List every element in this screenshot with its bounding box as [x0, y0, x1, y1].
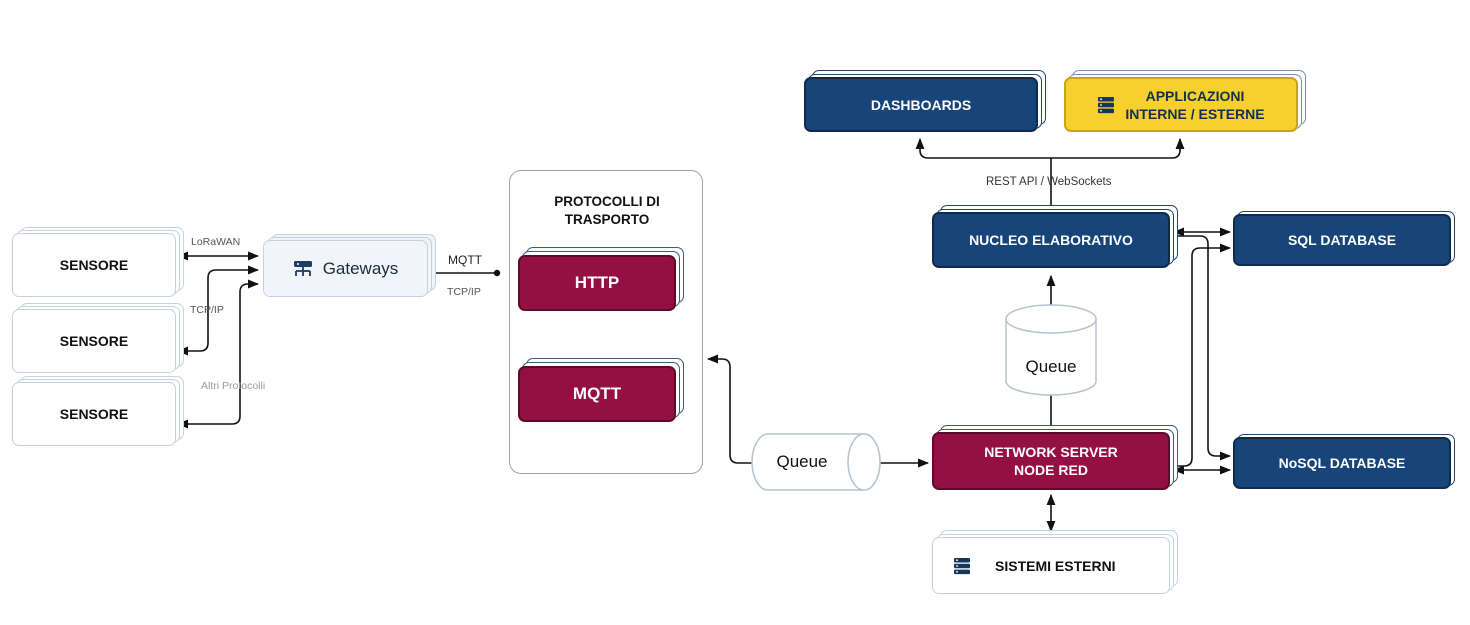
network-server-line2: NODE RED: [1014, 462, 1088, 478]
sql-database-label: SQL DATABASE: [1233, 214, 1451, 266]
mqtt-link-label: MQTT: [448, 253, 482, 267]
altri-protocolli-label: Altri Protocolli: [201, 380, 266, 392]
sensor-1-label: SENSORE: [12, 233, 176, 297]
sensor-3[interactable]: SENSORE: [12, 376, 184, 446]
sensor-3-label: SENSORE: [12, 382, 176, 446]
rest-api-label: REST API / WebSockets: [986, 176, 1112, 188]
applicazioni-text: APPLICAZIONI INTERNE / ESTERNE: [1125, 87, 1264, 123]
nosql-database-box[interactable]: NoSQL DATABASE: [1233, 434, 1455, 489]
wire-rest-apps: [1051, 137, 1185, 159]
queue-middle-label: Queue: [1025, 357, 1077, 376]
sql-database-box[interactable]: SQL DATABASE: [1233, 211, 1455, 266]
applicazioni-line1: APPLICAZIONI: [1145, 87, 1245, 104]
protocolli-title: PROTOCOLLI DI TRASPORTO: [510, 193, 704, 229]
gateways-box[interactable]: Gateways: [263, 234, 436, 297]
gateways-label: Gateways: [322, 258, 399, 278]
mqtt-label: MQTT: [518, 366, 676, 422]
sensor-2[interactable]: SENSORE: [12, 303, 184, 373]
network-server-box[interactable]: NETWORK SERVER NODE RED: [932, 425, 1178, 490]
protocolli-title-line2: TRASPORTO: [564, 212, 650, 227]
queue-left[interactable]: Queue: [750, 432, 886, 492]
queue-middle-shape: [1005, 304, 1097, 396]
lorawan-label: LoRaWAN: [191, 236, 241, 248]
applicazioni-line2: INTERNE / ESTERNE: [1125, 105, 1265, 122]
http-box[interactable]: HTTP: [518, 247, 684, 311]
sensor-2-label: SENSORE: [12, 309, 176, 373]
dashboards-label: DASHBOARDS: [804, 77, 1038, 132]
server-icon: [1098, 96, 1115, 113]
applicazioni-box[interactable]: APPLICAZIONI INTERNE / ESTERNE: [1064, 70, 1306, 132]
wire-network-sql: [1174, 243, 1232, 467]
tcpip-right-label: TCP/IP: [447, 286, 481, 298]
queue-left-label: Queue: [776, 452, 828, 471]
queue-left-shape: [751, 433, 881, 491]
server-icon: [954, 557, 970, 574]
sistemi-esterni-box[interactable]: SISTEMI ESTERNI: [932, 530, 1178, 594]
gateway-icon: [293, 260, 312, 276]
wire-nucleo-nosql: [1174, 235, 1232, 461]
nucleo-label: NUCLEO ELABORATIVO: [932, 212, 1170, 268]
wire-rest-dashboards: [915, 137, 1051, 159]
network-server-line1: NETWORK SERVER: [984, 444, 1118, 460]
mqtt-box[interactable]: MQTT: [518, 358, 684, 422]
nosql-database-label: NoSQL DATABASE: [1233, 437, 1451, 489]
sistemi-esterni-label: SISTEMI ESTERNI: [995, 557, 1116, 574]
sensor-1[interactable]: SENSORE: [12, 227, 184, 297]
queue-middle[interactable]: Queue: [1004, 303, 1098, 397]
http-label: HTTP: [518, 255, 676, 311]
nucleo-box[interactable]: NUCLEO ELABORATIVO: [932, 205, 1178, 268]
tcpip-left-label: TCP/IP: [190, 304, 224, 316]
protocolli-title-line1: PROTOCOLLI DI: [554, 194, 660, 209]
wire-sensor3-gateway: [176, 279, 260, 429]
wire-queue-protocols: [706, 354, 752, 464]
dashboards-box[interactable]: DASHBOARDS: [804, 70, 1046, 132]
protocolli-panel: PROTOCOLLI DI TRASPORTO: [509, 170, 703, 474]
